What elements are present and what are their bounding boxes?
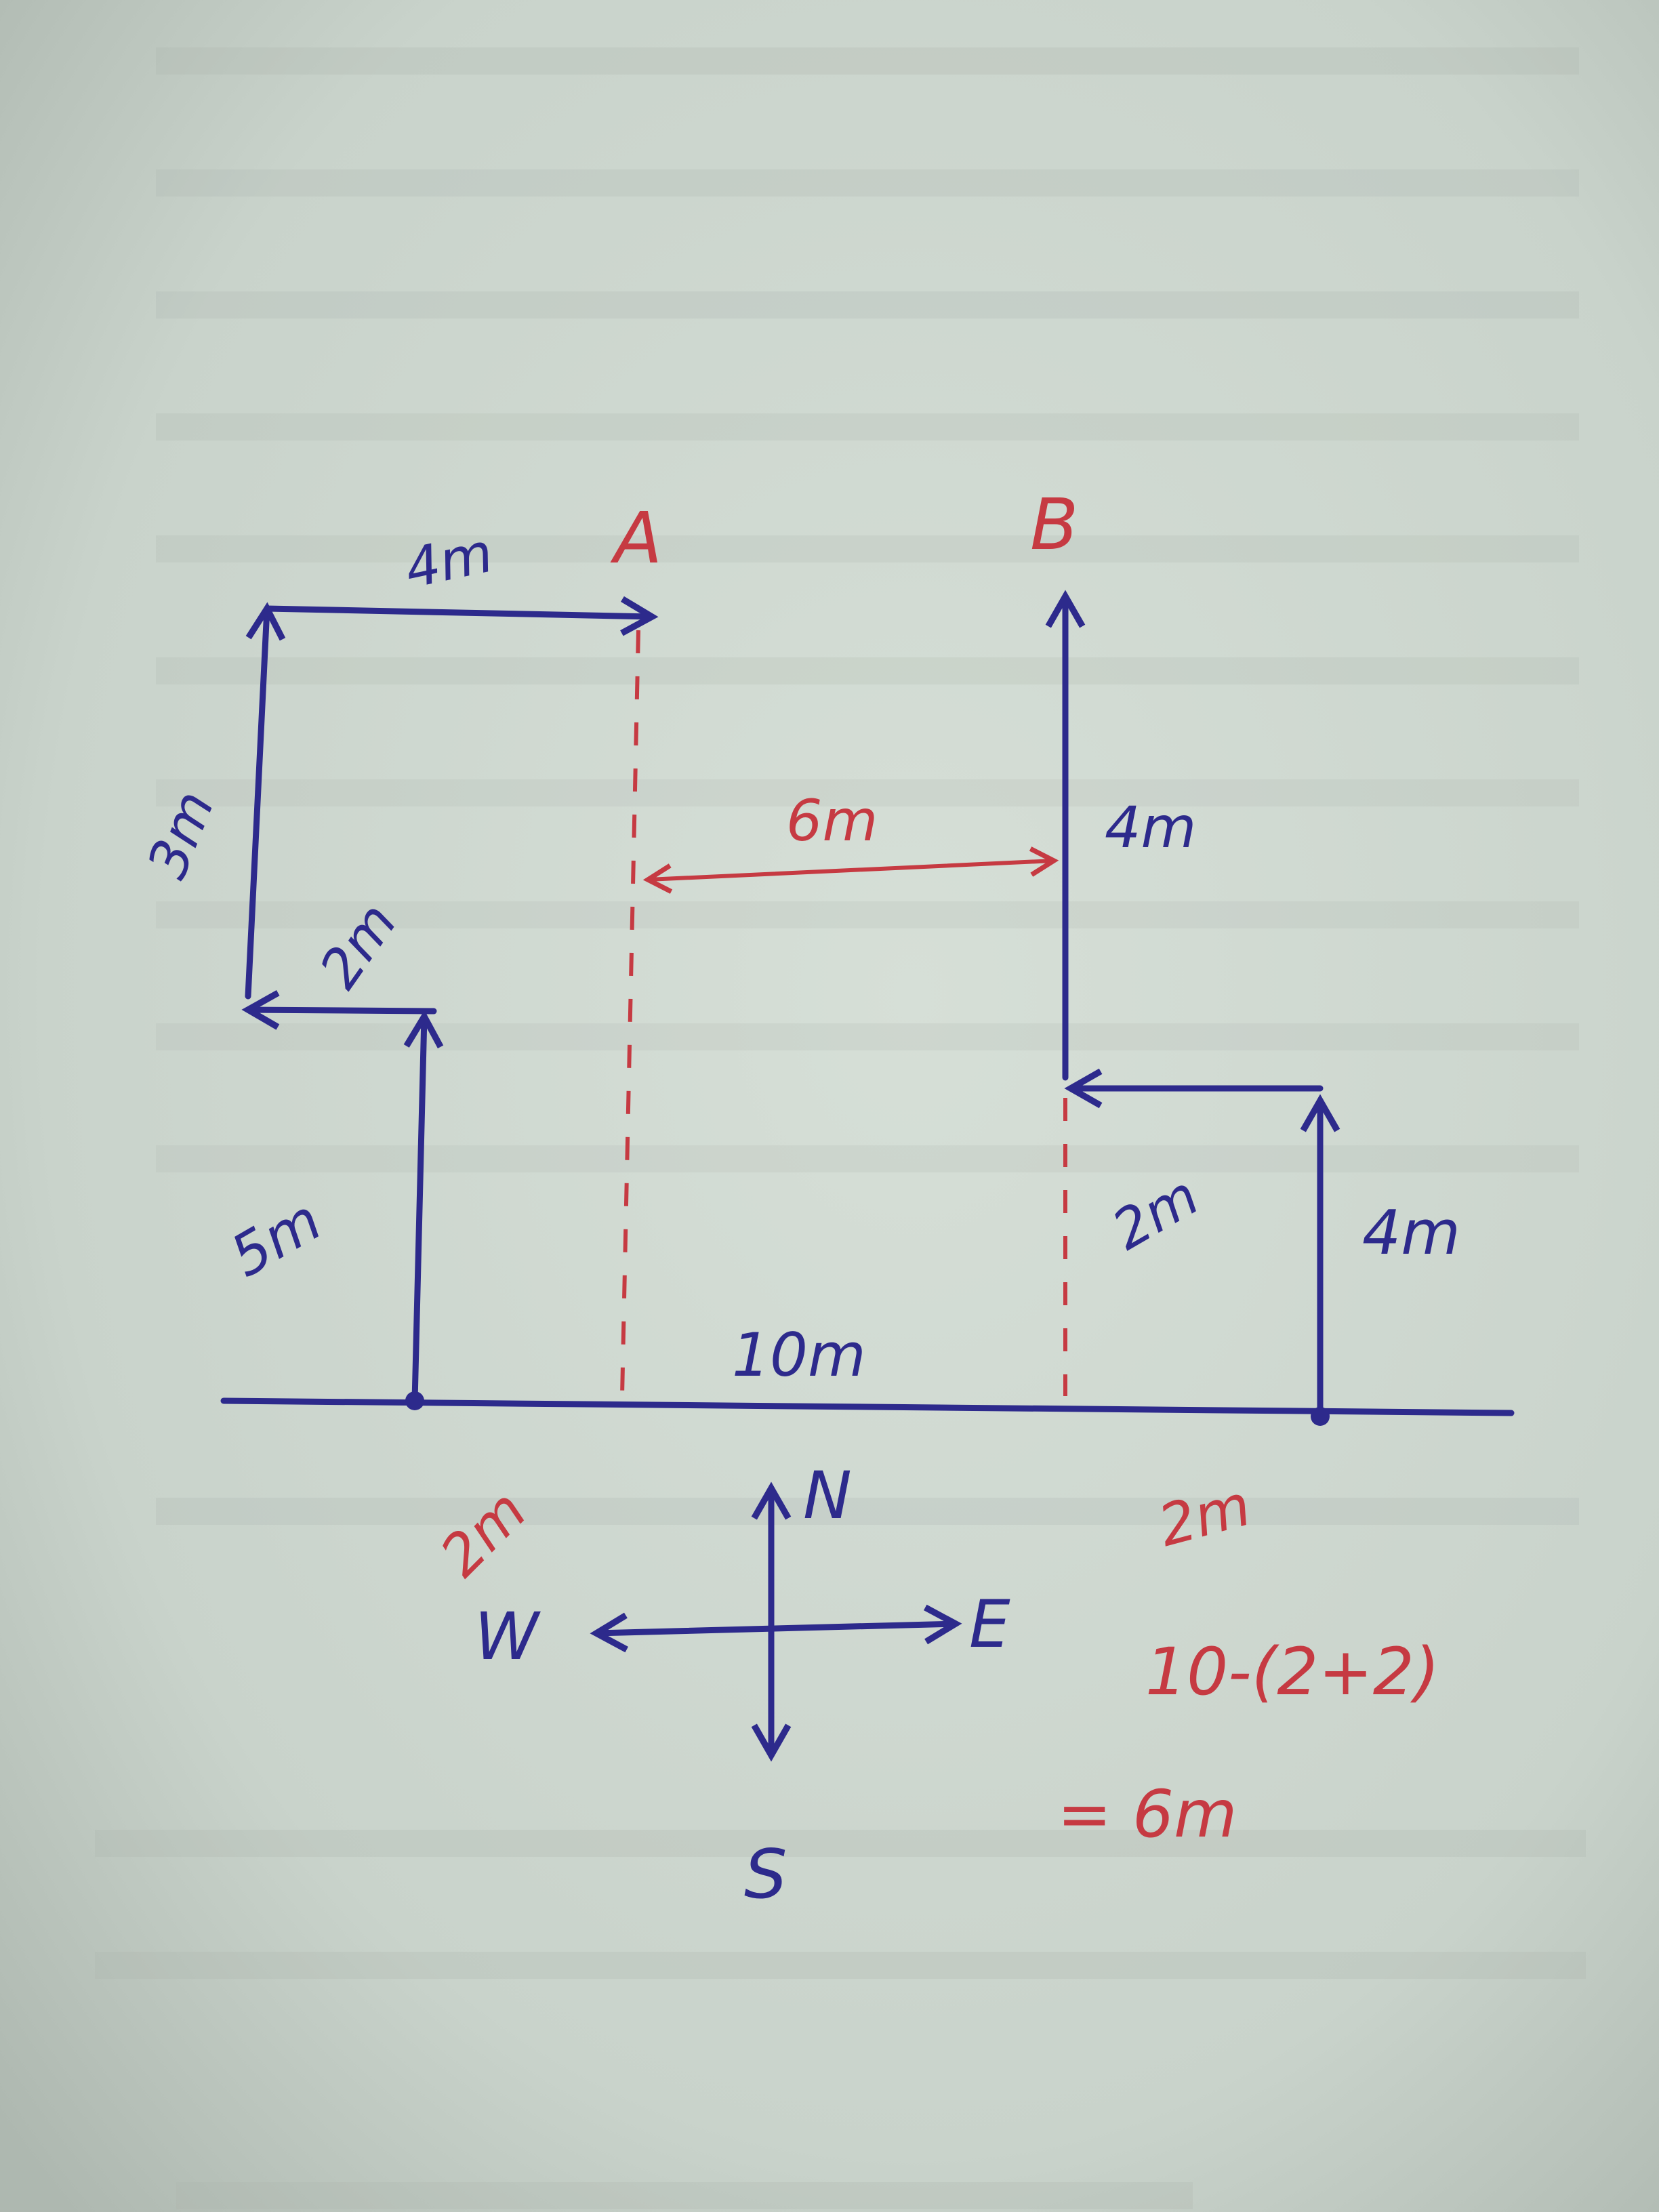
gap-6m-label: 6m [786, 787, 878, 854]
distance-arrow-6m [642, 846, 1059, 894]
start-point-left [405, 1391, 424, 1410]
calculation-line-1: 10-(2+2) [1145, 1634, 1439, 1710]
calculation-line-2: = 6m [1057, 1776, 1237, 1852]
right-path [1045, 590, 1340, 1420]
left-path-north-5m [403, 1010, 444, 1404]
left-path-north-3m [245, 602, 286, 1000]
compass-west-label: W [474, 1599, 541, 1675]
base-line [220, 1397, 1515, 1416]
start-point-right [1311, 1407, 1330, 1426]
left-path-east-4m [264, 596, 659, 636]
bleed-through-print [95, 47, 1586, 2209]
point-b-label: B [1030, 483, 1078, 566]
compass-ew-axis [590, 1604, 962, 1653]
compass-east-label: E [969, 1586, 1010, 1662]
base-10m-label: 10m [732, 1320, 866, 1390]
right-4m-lower-label: 4m [1362, 1197, 1460, 1269]
left-path [241, 596, 659, 1404]
left-path-west-2m [241, 990, 437, 1030]
compass-south-label: S [744, 1835, 787, 1914]
point-a-label: A [610, 497, 662, 579]
right-4m-upper-label: 4m [1105, 794, 1196, 861]
compass: N S E W [474, 1458, 1010, 1914]
compass-north-label: N [803, 1458, 852, 1534]
dashed-drop-from-a [620, 630, 640, 1397]
